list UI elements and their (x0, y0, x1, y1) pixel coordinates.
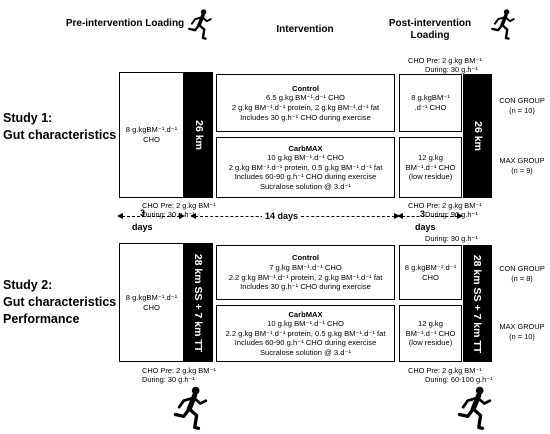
timeline-pre-days: 3 (140, 208, 146, 218)
timeline-intervention-days: 14 days (262, 211, 302, 221)
study2-bottom-left-cho: CHO Pre: 2 g.kg BM⁻¹ (142, 366, 216, 375)
header-pre-intervention: Pre-intervention Loading (65, 18, 185, 29)
timeline-post-days-unit: days (415, 222, 436, 232)
study1-bottom-left-cho: CHO Pre: 2 g.kg BM⁻¹ (142, 201, 216, 210)
study1-bar-left: 26 km (184, 72, 213, 198)
study2-bar-left: 28 km SS + 7 km TT (184, 243, 213, 362)
study1-top-during: During: 30 g.h⁻¹ (425, 65, 478, 74)
study2-title: Study 2: Gut characteristics Performance (3, 278, 117, 326)
study1-carbmax-box: CarbMAX 10 g.kg BM⁻¹.d⁻¹ CHO 2 g.kg BM⁻¹… (216, 137, 395, 198)
study1-control-box: Control 6.5 g.kg BM⁻¹.d⁻¹ CHO 2 g.kg BM⁻… (216, 74, 395, 132)
runner-icon (188, 4, 214, 46)
study2-bottom-left-during: During: 30 g.h⁻¹ (142, 375, 195, 384)
study1-max-group: MAX GROUP (n = 9) (499, 156, 545, 175)
study2-bottom-right-cho: CHO Pre: 2 g.kg BM⁻¹ (408, 366, 482, 375)
study1-bottom-left-during: During: 30 g.h⁻¹ (142, 210, 195, 219)
study2-control-box: Control 7 g.kg BM⁻¹.d⁻¹ CHO 2.2 g.kg BM⁻… (216, 245, 395, 300)
runner-icon (491, 4, 517, 46)
runner-icon (456, 386, 496, 432)
timeline-post-arrow (397, 213, 463, 219)
study2-post-con-box: 8 g.kgBM⁻¹.d⁻¹ CHO (399, 245, 462, 300)
study2-carbmax-box: CarbMAX 10 g.kg BM⁻¹.d⁻¹ CHO 2.2 g.kg BM… (216, 305, 395, 362)
study2-pre-box: 8 g.kgBM⁻¹.d⁻¹ CHO (119, 243, 184, 362)
header-post-intervention: Post-intervention Loading (388, 18, 472, 41)
study1-post-con-box: 8 g.kgBM⁻¹ .d⁻¹ CHO (399, 74, 462, 132)
study1-top-cho: CHO Pre: 2 g.kg BM⁻¹ (408, 56, 482, 65)
timeline-post-days: 3 (420, 209, 426, 219)
study1-title: Study 1: Gut characteristics (3, 111, 117, 142)
runner-icon (172, 386, 212, 432)
study2-bottom-right-during: During: 60-100 g.h⁻¹ (425, 375, 493, 384)
timeline-pre-days-unit: days (132, 222, 153, 232)
study1-bar-right: 26 km (463, 74, 492, 198)
study1-con-group: CON GROUP (n = 10) (499, 96, 545, 115)
header-intervention: Intervention (276, 24, 334, 35)
study1-pre-box: 8 g.kgBM⁻¹.d⁻¹ CHO (119, 72, 184, 198)
study1-bottom-right-cho: CHO Pre: 2 g.kg BM⁻¹ (408, 201, 482, 210)
study1-post-max-box: 12 g.kg BM⁻¹.d⁻¹ CHO (low residue) (399, 137, 462, 198)
study2-post-max-box: 12 g.kg BM⁻¹.d⁻¹ CHO (low residue) (399, 305, 462, 362)
study2-max-group: MAX GROUP (n = 10) (499, 322, 545, 341)
study2-top-during: During: 30 g.h⁻¹ (425, 234, 478, 243)
study2-bar-right: 28 km SS + 7 km TT (463, 245, 492, 362)
timeline-pre-arrow (117, 213, 185, 219)
study1-bottom-right-during: During: 90 g.h⁻¹ (425, 210, 478, 219)
study2-con-group: CON GROUP (n = 8) (499, 264, 545, 283)
